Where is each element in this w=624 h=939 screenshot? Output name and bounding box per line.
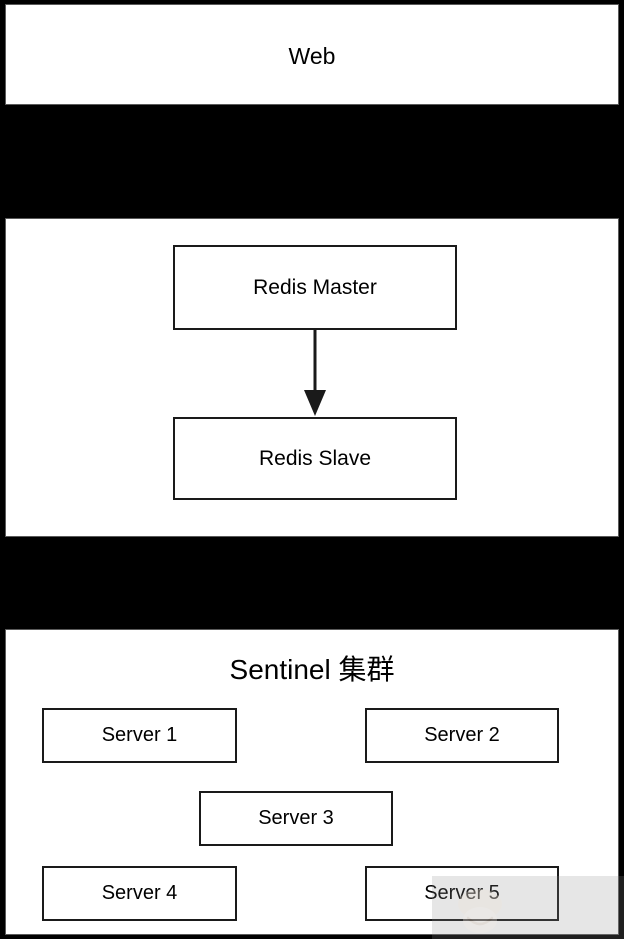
node-server-5[interactable]: Server 5 [365,866,559,921]
node-server-2[interactable]: Server 2 [365,708,559,763]
web-tier-panel: Web [5,4,619,105]
web-tier-label: Web [288,43,336,69]
node-redis-master[interactable]: Redis Master [173,245,457,330]
node-server-1[interactable]: Server 1 [42,708,237,763]
separator-band-bottom [0,537,624,629]
separator-band-top [0,105,624,218]
node-server-4[interactable]: Server 4 [42,866,237,921]
arrow-master-to-slave-icon [304,330,326,416]
node-redis-slave[interactable]: Redis Slave [173,417,457,500]
redis-tier-panel: Redis Master Redis Slave [5,218,619,537]
sentinel-cluster-title: Sentinel 集群 [229,654,395,685]
node-server-3[interactable]: Server 3 [199,791,393,846]
sentinel-cluster-panel: Sentinel 集群 Server 1 Server 2 Server 3 S… [5,629,619,935]
